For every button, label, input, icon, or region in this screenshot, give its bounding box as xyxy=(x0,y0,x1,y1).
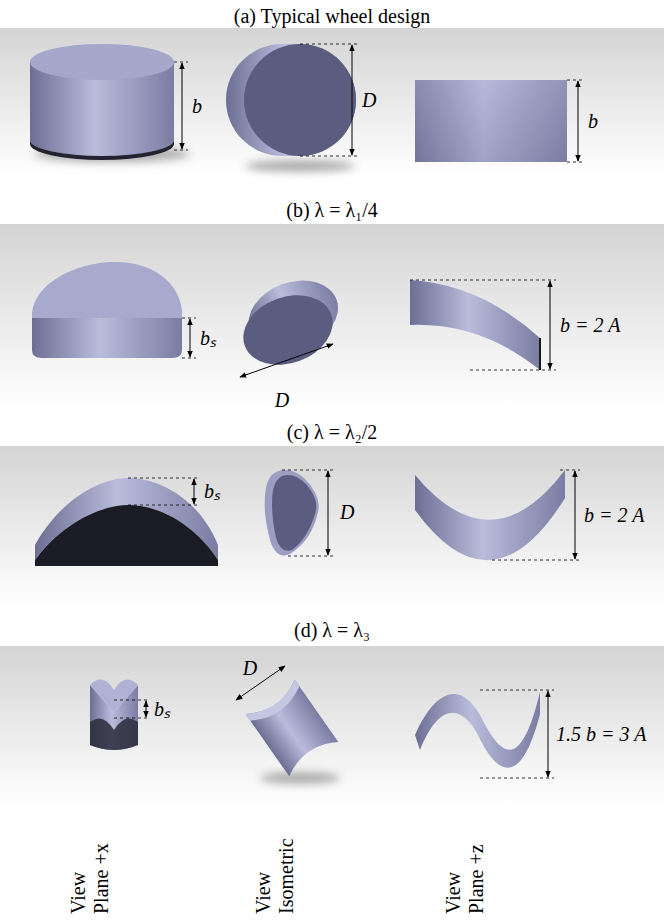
extension-line xyxy=(560,470,580,471)
panel-ground xyxy=(0,446,664,606)
extension-line xyxy=(174,150,188,151)
dimension-arrow xyxy=(578,81,579,161)
dimension-arrow xyxy=(190,319,191,357)
extension-line xyxy=(182,358,196,359)
dimension-arrow xyxy=(548,691,549,777)
panel-heading: (b) λ = λ₁/4 xyxy=(286,199,378,222)
panel-heading: (d) λ = λ₃ xyxy=(294,619,370,642)
wheel-side xyxy=(410,280,540,370)
wheel-face xyxy=(244,44,356,156)
dimension-arrow xyxy=(182,63,183,149)
dimension-label: b xyxy=(588,110,598,133)
panel-ground xyxy=(0,224,664,406)
extension-line xyxy=(128,478,200,479)
wheel-underside xyxy=(90,718,138,750)
extension-line xyxy=(567,80,584,81)
view-label: View Plane +x xyxy=(67,832,113,914)
dimension-label: bₛ xyxy=(204,480,220,503)
wheel-isometric xyxy=(246,680,339,777)
extension-line xyxy=(174,62,188,63)
extension-line xyxy=(288,556,334,557)
dimension-label: 1.5 b = 3 A xyxy=(556,723,646,746)
dimension-label: D xyxy=(243,657,257,680)
extension-line xyxy=(300,156,358,157)
panel-heading: (a) Typical wheel design xyxy=(234,4,431,27)
wheel-top xyxy=(32,262,182,318)
wheel-side-shade xyxy=(415,80,567,162)
extension-line xyxy=(567,162,584,163)
wheel-edge xyxy=(539,338,541,370)
dimension-label: b xyxy=(192,95,202,118)
wheel-side xyxy=(415,692,540,768)
extension-line xyxy=(114,718,150,719)
extension-line xyxy=(470,370,556,371)
extension-line xyxy=(300,44,358,45)
dimension-label: D xyxy=(340,501,354,524)
extension-line xyxy=(492,560,580,561)
extension-line xyxy=(480,778,554,779)
dimension-label: D xyxy=(275,389,289,412)
wheel-top xyxy=(30,44,174,80)
dimension-arrow xyxy=(328,471,329,555)
panel-ground xyxy=(0,646,664,806)
wheel-side xyxy=(415,80,567,162)
wheel-face xyxy=(272,475,316,551)
wheel-face xyxy=(233,283,342,376)
dimension-arrow xyxy=(194,479,195,504)
dimension-arrow xyxy=(146,701,147,717)
dimension-label: b = 2 A xyxy=(560,314,620,337)
extension-line xyxy=(128,505,200,506)
dimension-label: bₛ xyxy=(200,327,216,350)
panel-heading: (c) λ = λ₂/2 xyxy=(287,421,377,444)
extension-line xyxy=(410,280,556,281)
wheel-isometric xyxy=(229,269,352,377)
wheel-top xyxy=(90,680,138,712)
wheel-body xyxy=(246,680,339,777)
wheel-underside xyxy=(35,505,218,566)
dimension-arrow xyxy=(352,45,353,155)
shadow xyxy=(260,772,340,784)
wheel-body xyxy=(265,470,319,555)
dimension-label: b = 2 A xyxy=(584,504,644,527)
view-label: View Plane +z xyxy=(442,832,488,914)
extension-line xyxy=(480,690,554,691)
dimension-label: bₛ xyxy=(154,698,170,721)
dimension-label: D xyxy=(362,89,376,112)
extension-line xyxy=(182,318,196,319)
panel-ground xyxy=(0,28,664,176)
wheel-body xyxy=(226,44,356,156)
dimension-arrow xyxy=(240,344,333,377)
extension-line xyxy=(282,470,334,471)
shadow xyxy=(245,160,355,172)
wheel-side xyxy=(415,470,565,560)
extension-line xyxy=(114,700,150,701)
dimension-arrow xyxy=(575,471,576,559)
view-label: View Isometric xyxy=(252,832,298,914)
dimension-arrow xyxy=(550,281,551,369)
wheel-edge xyxy=(30,140,174,160)
wheel-body xyxy=(32,318,182,358)
wheel-side xyxy=(415,692,540,768)
